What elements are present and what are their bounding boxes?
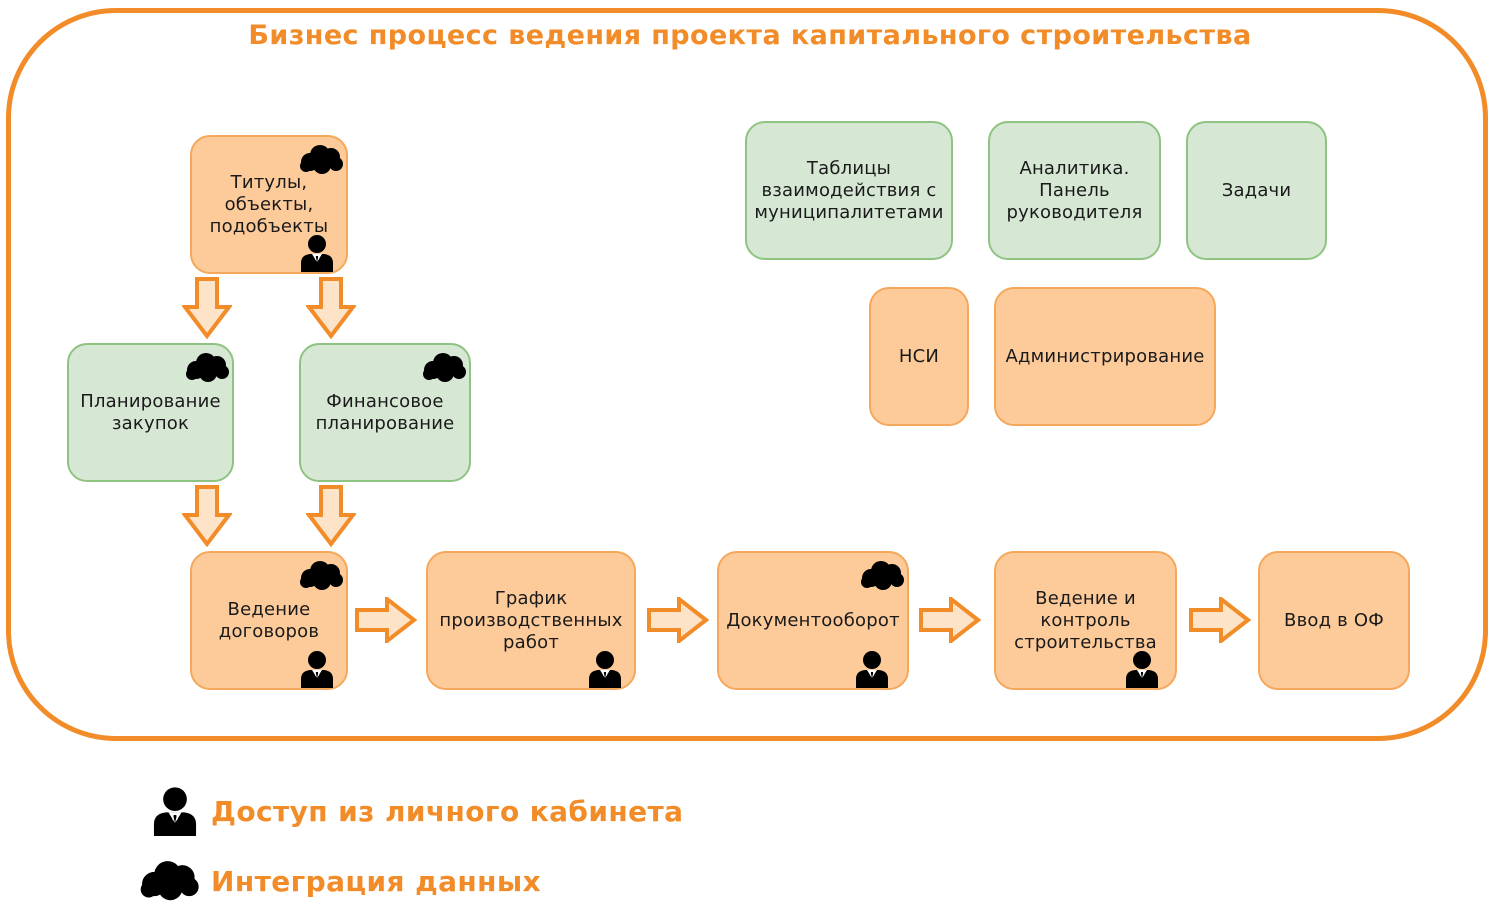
box-tituly[interactable]: Титулы, объекты, подобъекты — [190, 135, 348, 274]
cloud-icon — [859, 559, 905, 591]
arrow-right-icon — [1189, 597, 1251, 643]
box-vvod-of[interactable]: Ввод в ОФ — [1258, 551, 1410, 690]
box-planirovanie-zakupok[interactable]: Планирование закупок — [67, 343, 234, 482]
box-administrirovanie[interactable]: Администрирование — [994, 287, 1216, 426]
cloud-icon — [138, 858, 200, 902]
box-label: Планирование закупок — [80, 390, 221, 434]
user-icon — [1125, 650, 1159, 688]
box-label: Титулы, объекты, подобъекты — [209, 171, 329, 237]
box-vedenie-dogovorov[interactable]: Ведение договоров — [190, 551, 348, 690]
cloud-icon — [421, 351, 467, 383]
cloud-icon — [184, 351, 230, 383]
box-grafik-rabot[interactable]: График производственных работ — [426, 551, 636, 690]
box-vedenie-kontrol[interactable]: Ведение и контроль строительства — [994, 551, 1177, 690]
cloud-icon — [298, 143, 344, 175]
box-label: График производственных работ — [439, 587, 623, 653]
arrow-down-icon — [182, 485, 232, 547]
arrow-right-icon — [647, 597, 709, 643]
user-icon — [300, 650, 334, 688]
user-icon — [300, 234, 334, 272]
user-icon — [855, 650, 889, 688]
box-label: Ведение договоров — [218, 598, 320, 642]
arrow-down-icon — [306, 277, 356, 339]
box-nsi[interactable]: НСИ — [869, 287, 969, 426]
legend-integration-label: Интеграция данных — [211, 865, 542, 898]
box-label: Ввод в ОФ — [1284, 609, 1384, 631]
box-tablicy-vzaimodeystviya[interactable]: Таблицы взаимодействия с муниципалитетам… — [745, 121, 953, 260]
box-label: Администрирование — [1005, 345, 1205, 367]
box-label: Задачи — [1221, 179, 1292, 201]
box-dokumentooborot[interactable]: Документооборот — [717, 551, 909, 690]
box-label: НСИ — [898, 345, 940, 367]
arrow-right-icon — [355, 597, 417, 643]
box-label: Документооборот — [726, 609, 900, 631]
user-icon — [588, 650, 622, 688]
box-zadachi[interactable]: Задачи — [1186, 121, 1327, 260]
box-label: Аналитика. Панель руководителя — [1006, 157, 1143, 223]
legend-access-label: Доступ из личного кабинета — [211, 795, 684, 828]
box-label: Таблицы взаимодействия с муниципалитетам… — [754, 157, 944, 223]
page-title: Бизнес процесс ведения проекта капитальн… — [248, 20, 1252, 51]
user-icon — [152, 786, 198, 836]
arrow-down-icon — [306, 485, 356, 547]
box-analitika[interactable]: Аналитика. Панель руководителя — [988, 121, 1161, 260]
box-label: Ведение и контроль строительства — [1014, 587, 1157, 653]
box-finansovoe-planirovanie[interactable]: Финансовое планирование — [299, 343, 471, 482]
box-label: Финансовое планирование — [315, 390, 455, 434]
arrow-right-icon — [919, 597, 981, 643]
arrow-down-icon — [182, 277, 232, 339]
process-frame — [6, 8, 1488, 741]
cloud-icon — [298, 559, 344, 591]
